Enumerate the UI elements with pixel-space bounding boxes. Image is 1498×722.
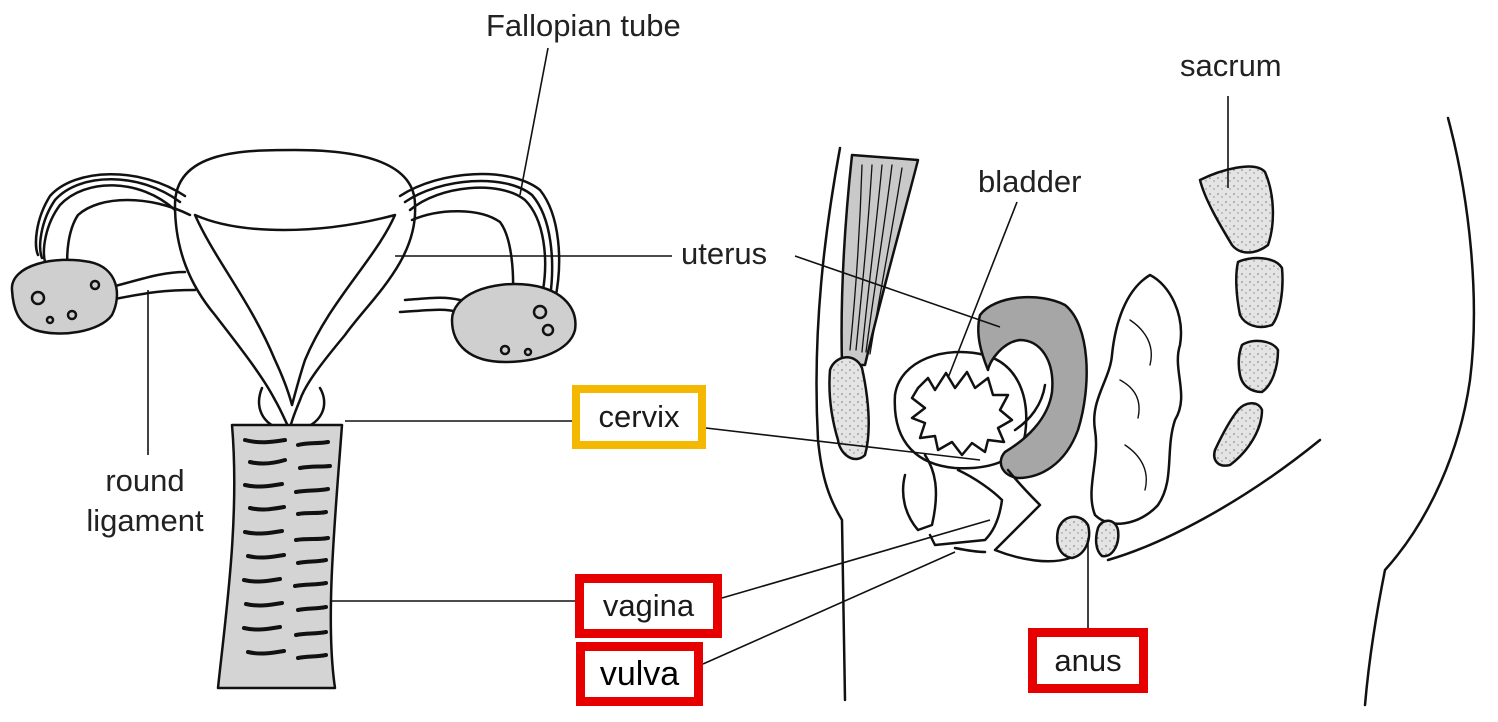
bladder-leader (947, 201, 1018, 379)
frontal-view (10, 148, 577, 432)
label-uterus: uterus (681, 236, 768, 271)
label-vulva-box: vulva (576, 642, 703, 706)
label-round-ligament-line1: round (105, 463, 185, 498)
pubic-bone (828, 356, 870, 461)
right-ovary (450, 282, 577, 364)
sacrum-vertebra-2 (1235, 256, 1284, 329)
vagina-leader-right (721, 519, 991, 599)
vagina-rugae (242, 438, 332, 660)
label-fallopian-tube: Fallopian tube (486, 8, 681, 43)
rectum (1090, 273, 1183, 525)
sagittal-view (815, 116, 1476, 707)
label-cervix-box: cervix (572, 385, 706, 449)
label-anus-box: anus (1028, 628, 1148, 693)
cervix-leader-right (705, 427, 981, 461)
leader-lines (147, 47, 1229, 665)
uterus-leader-right (794, 255, 1001, 328)
bladder (893, 350, 1028, 470)
sacrum-vertebra-3 (1237, 339, 1280, 394)
vulva-leader (702, 551, 956, 665)
uterus-sagittal (977, 295, 1088, 480)
label-sacrum: sacrum (1180, 48, 1282, 83)
fallopian-tube-leader (519, 47, 549, 196)
label-round-ligament: round ligament (60, 461, 230, 541)
sacrum-vertebra-4 (1213, 402, 1264, 467)
label-bladder: bladder (978, 164, 1082, 199)
label-vagina-box: vagina (575, 574, 722, 638)
sacrum-vertebra-1 (1198, 165, 1275, 254)
uterus-body (173, 148, 417, 432)
label-round-ligament-line2: ligament (86, 503, 204, 538)
uterine-cavity (193, 213, 397, 407)
left-ovary (10, 258, 119, 335)
